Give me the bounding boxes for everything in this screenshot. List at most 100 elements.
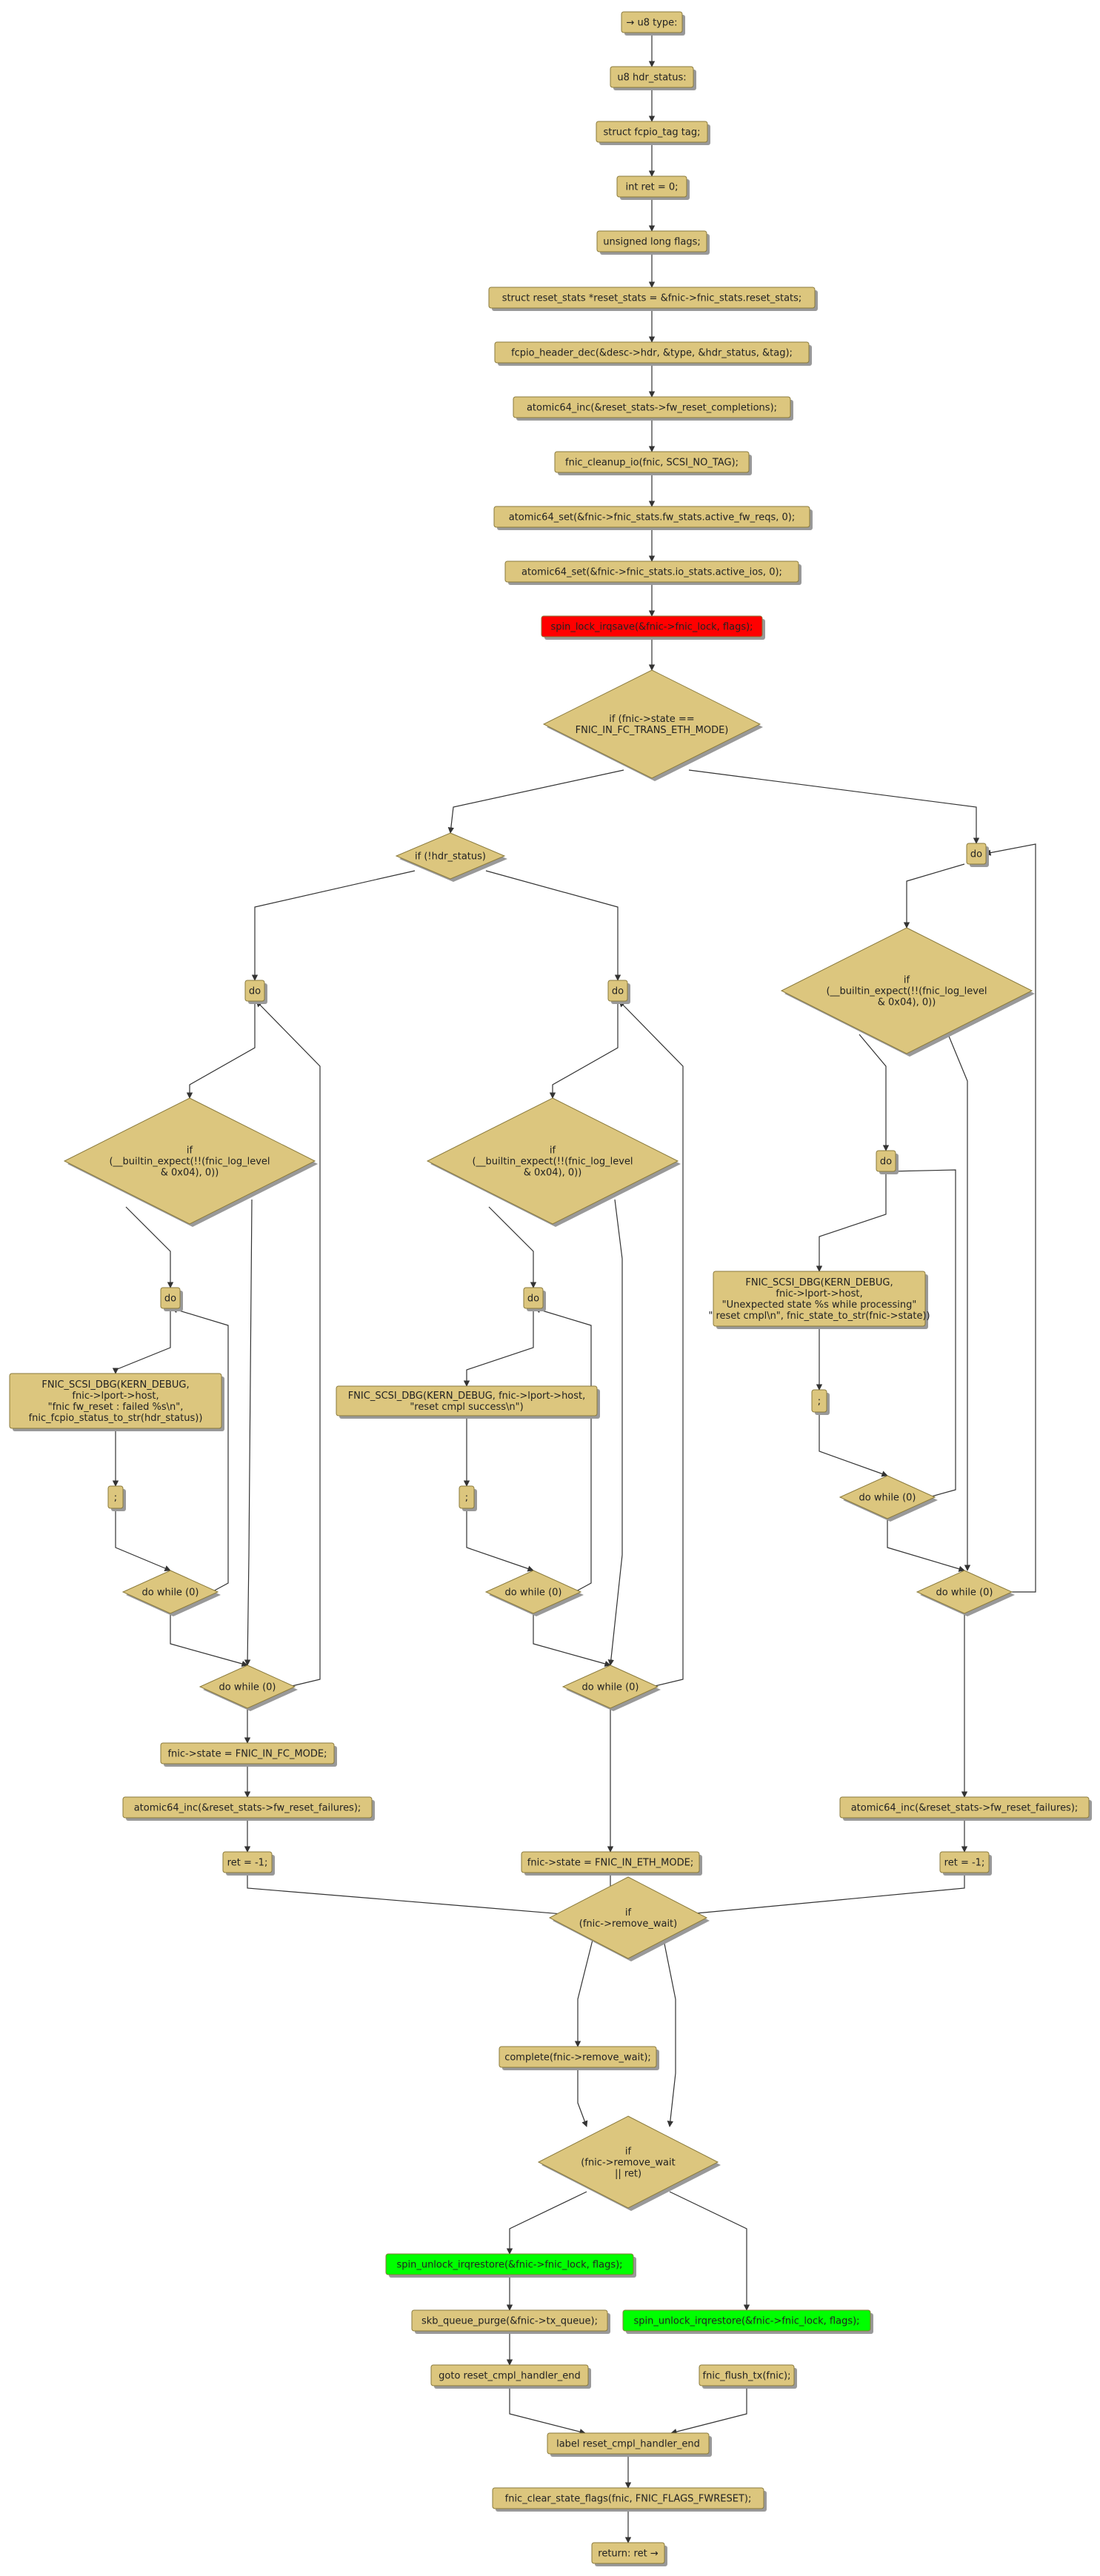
node-label: if [904, 975, 910, 986]
process-box [244, 980, 265, 1002]
node-label: ret = -1; [944, 1858, 985, 1869]
node-label: FNIC_IN_FC_TRANS_ETH_MODE) [576, 725, 729, 736]
decision-node-dw_l2: do while (0) [199, 1665, 298, 1711]
decision-node-d2: if (!hdr_status) [395, 832, 507, 882]
edge-arrow [607, 1199, 623, 1666]
decision-diamond [780, 927, 1033, 1054]
process-node-n10: atomic64_set(&fnic->fnic_stats.fw_stats.… [493, 506, 813, 530]
process-box [492, 2487, 764, 2509]
process-box [9, 1373, 222, 1429]
edge-arrow [256, 1000, 321, 1687]
node-label: spin_lock_irqsave(&fnic->fnic_lock, flag… [550, 622, 753, 633]
process-node-st_m: fnic->state = FNIC_IN_ETH_MODE; [521, 1851, 702, 1876]
edge-arrow [947, 1034, 971, 1571]
edges [112, 33, 1036, 2543]
process-box [430, 2364, 589, 2386]
node-label: (fnic->remove_wait) [579, 1918, 677, 1930]
edge-arrow [533, 1613, 611, 1667]
node-label: if (!hdr_status) [415, 852, 486, 863]
process-node-flush: fnic_flush_tx(fnic); [699, 2364, 797, 2389]
node-label: if (fnic->state == [609, 714, 694, 725]
edge-arrow [816, 1171, 887, 1272]
decision-diamond [484, 1570, 582, 1614]
decision-node-dw_m1: do while (0) [484, 1570, 584, 1616]
node-label: "fnic fw_reset : failed %s\n", [48, 1402, 184, 1413]
process-box [411, 2309, 608, 2332]
decision-diamond [548, 1876, 708, 1959]
edge-arrow [485, 870, 621, 981]
process-box [513, 396, 791, 418]
node-label: spin_unlock_irqrestore(&fnic->fnic_lock,… [396, 2260, 622, 2271]
node-label: skb_queue_purge(&fnic->tx_queue); [421, 2316, 598, 2327]
edge-arrow [888, 1168, 956, 1498]
edge-arrow [670, 2386, 747, 2435]
node-label: atomic64_inc(&reset_stats->fw_reset_fail… [134, 1803, 361, 1814]
edge-arrow [247, 1873, 608, 1921]
process-node-n4: int ret = 0; [616, 175, 690, 200]
node-label: struct reset_stats *reset_stats = &fnic-… [502, 293, 802, 304]
process-box [547, 2432, 710, 2455]
decision-node-dw_r2: do while (0) [916, 1570, 1015, 1616]
node-label: fnic->state = FNIC_IN_ETH_MODE; [527, 1858, 693, 1869]
decision-diamond [395, 832, 506, 880]
process-node-n8: atomic64_inc(&reset_stats->fw_reset_comp… [513, 396, 793, 421]
process-node-do_r2: do [876, 1150, 899, 1174]
node-label: ret = -1; [227, 1858, 268, 1869]
node-label: do [880, 1157, 892, 1168]
node-label: (__builtin_expect(!!(fnic_log_level [826, 986, 987, 997]
process-box [107, 1485, 124, 1509]
process-node-n7: fcpio_header_dec(&desc->hdr, &type, &hdr… [494, 341, 812, 366]
decision-diamond [537, 2115, 719, 2209]
process-node-n2: u8 hdr_status: [610, 66, 696, 90]
node-label: fnic_clear_state_flags(fnic, FNIC_FLAGS_… [505, 2494, 752, 2505]
node-label: unsigned long flags; [603, 237, 701, 248]
node-label: do while (0) [936, 1588, 993, 1599]
process-node-clear: fnic_clear_state_flags(fnic, FNIC_FLAGS_… [492, 2487, 767, 2512]
edge-arrow [170, 1613, 248, 1667]
node-label: complete(fnic->remove_wait); [504, 2053, 651, 2064]
decision-node-d_m1: if(__builtin_expect(!!(fnic_log_level& 0… [426, 1097, 681, 1227]
process-box [621, 11, 683, 33]
node-label: FNIC_SCSI_DBG(KERN_DEBUG, [745, 1277, 893, 1288]
process-box [876, 1150, 896, 1172]
process-box [610, 66, 694, 88]
process-node-dbg_r: FNIC_SCSI_DBG(KERN_DEBUG,fnic->lport->ho… [708, 1271, 930, 1329]
process-node-n12: spin_lock_irqsave(&fnic->fnic_lock, flag… [541, 615, 765, 640]
decision-diamond [839, 1475, 936, 1519]
node-label: do [612, 986, 624, 997]
edge-arrow [549, 1001, 619, 1099]
process-box [811, 1389, 827, 1413]
edge-arrow [466, 1508, 534, 1572]
process-node-label: label reset_cmpl_handler_end [547, 2432, 712, 2457]
process-box [160, 1287, 181, 1309]
node-label: atomic64_set(&fnic->fnic_stats.io_stats.… [521, 567, 782, 578]
process-node-unl_r: spin_unlock_irqrestore(&fnic->fnic_lock,… [622, 2309, 873, 2334]
process-box [385, 2253, 634, 2275]
node-label: goto reset_cmpl_handler_end [439, 2371, 581, 2382]
process-node-do_m: do [607, 980, 630, 1004]
process-box [493, 506, 810, 528]
nodes: → u8 type:u8 hdr_status:struct fcpio_tag… [9, 11, 1092, 2566]
process-box [488, 287, 816, 309]
node-label: if [625, 1907, 632, 1918]
node-label: fnic->lport->host, [776, 1288, 862, 1299]
process-box [160, 1742, 335, 1764]
node-label: if [625, 2147, 632, 2158]
node-label: atomic64_set(&fnic->fnic_stats.fw_stats.… [509, 512, 796, 523]
node-label: fcpio_header_dec(&desc->hdr, &type, &hdr… [511, 348, 793, 359]
node-label: do while (0) [142, 1588, 199, 1599]
decision-node-d_r1: if(__builtin_expect(!!(fnic_log_level& 0… [780, 927, 1035, 1057]
process-box [523, 1287, 544, 1309]
node-label: & 0x04), 0)) [878, 997, 936, 1008]
process-node-ret_l: ret = -1; [222, 1851, 275, 1876]
decision-node-d_rw2: if(fnic->remove_wait|| ret) [537, 2115, 721, 2211]
edge-arrow [574, 1939, 593, 2047]
process-node-purge: skb_queue_purge(&fnic->tx_queue); [411, 2309, 610, 2334]
decision-node-dw_l1: do while (0) [121, 1570, 221, 1616]
edge-arrow [509, 2386, 586, 2435]
edge-arrow [688, 769, 980, 844]
node-label: do [527, 1294, 539, 1305]
edge-arrow [819, 1412, 888, 1477]
node-label: spin_unlock_irqrestore(&fnic->fnic_lock,… [633, 2316, 859, 2327]
process-node-ret_r: ret = -1; [939, 1851, 992, 1876]
